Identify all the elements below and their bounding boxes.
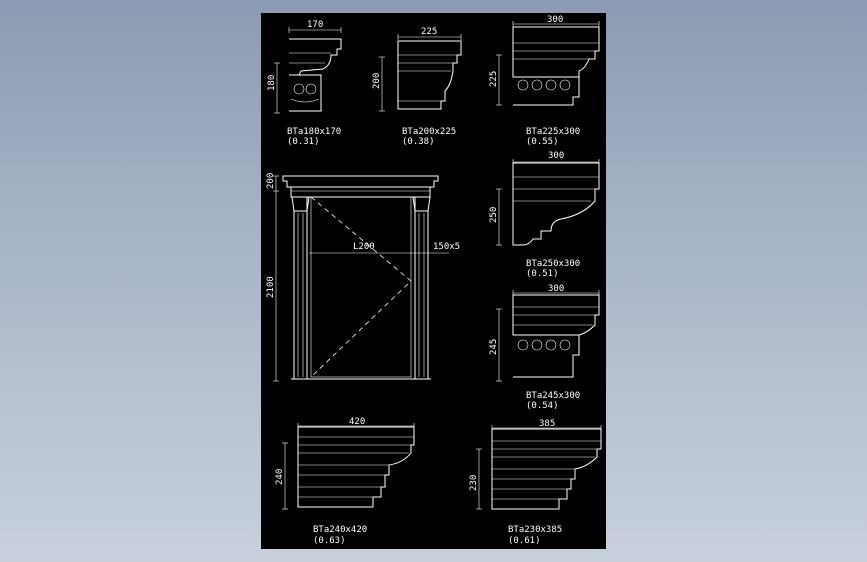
width-dim: 225 [421,27,437,37]
profile-name: BTa230x385 [508,525,562,535]
door-elevation: 200 2100 [266,173,460,382]
profile-bta225x300: 300 225 BTa225x300 (0.55) [489,15,600,147]
profile-bta230x385: 385 230 BTa230x385 (0.61) [469,419,602,546]
profile-name: BTa250x300 [526,259,580,269]
profile-bta245x300: 300 245 BTa245x300 (0.54) [489,284,600,411]
profile-ratio: (0.54) [526,401,559,411]
width-dim: 300 [548,284,564,294]
profile-bta180x170: 170 180 BTa180x170 (0.31) [267,20,342,147]
profile-name: BTa225x300 [526,127,580,137]
door-trim-label: 150x5 [433,242,460,252]
door-top-dim: 200 [266,173,276,189]
width-dim: 300 [547,15,563,25]
profile-name: BTa200x225 [402,127,456,137]
drawing-canvas: 170 180 BTa180x170 (0.31) 225 [266,15,602,546]
profile-ratio: (0.51) [526,269,559,279]
width-dim: 300 [548,151,564,161]
profile-ratio: (0.31) [287,137,320,147]
profile-ratio: (0.61) [508,536,541,546]
profile-name: BTa180x170 [287,127,341,137]
width-dim: 170 [307,20,323,30]
width-dim: 420 [349,417,365,427]
height-dim: 200 [372,73,382,89]
height-dim: 250 [489,207,499,223]
height-dim: 180 [267,75,277,91]
profile-ratio: (0.63) [313,536,346,546]
height-dim: 245 [489,339,499,355]
profile-name: BTa240x420 [313,525,367,535]
profile-ratio: (0.55) [526,137,559,147]
height-dim: 240 [275,469,285,485]
door-width-label: L200 [353,242,375,252]
drawing-sheet: 170 180 BTa180x170 (0.31) 225 [261,13,606,549]
profile-bta200x225: 225 200 BTa200x225 (0.38) [372,27,462,147]
door-height-dim: 2100 [266,276,276,298]
profile-bta240x420: 420 240 BTa240x420 (0.63) [275,417,415,546]
height-dim: 230 [469,475,479,491]
profile-bta250x300: 300 250 BTa250x300 (0.51) [489,151,600,279]
profile-name: BTa245x300 [526,391,580,401]
profile-ratio: (0.38) [402,137,435,147]
height-dim: 225 [489,71,499,87]
width-dim: 385 [539,419,555,429]
